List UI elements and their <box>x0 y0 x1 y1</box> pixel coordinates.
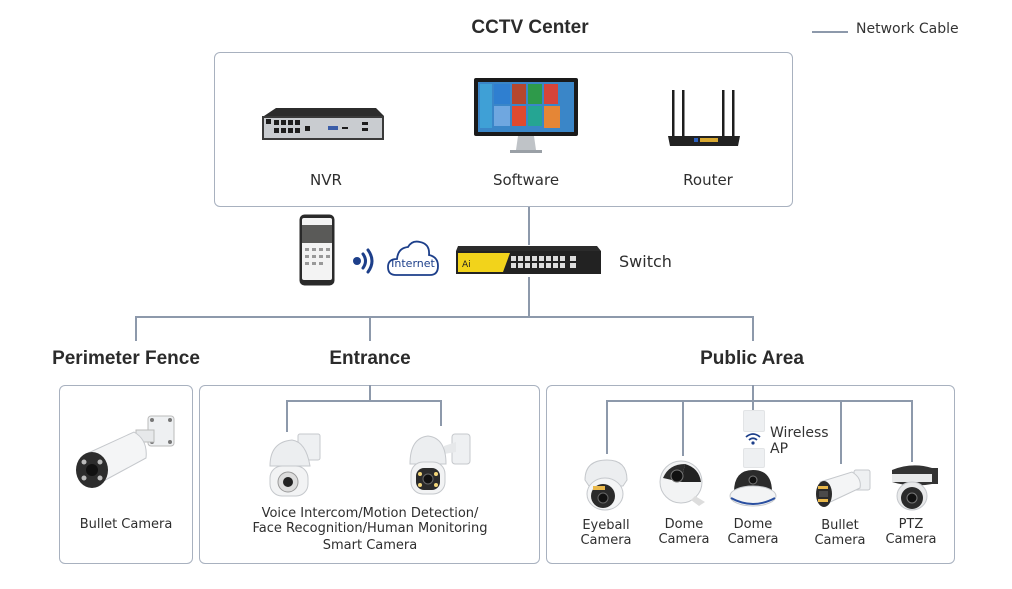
switch-brand: Ai <box>462 260 471 270</box>
entrance-drop-right <box>440 400 442 426</box>
router-icon <box>668 88 740 148</box>
dome-camera-icon <box>728 468 778 512</box>
public-branch-cable <box>606 400 912 402</box>
entrance-feed-cable <box>369 385 371 401</box>
cctv-center-title: CCTV Center <box>471 17 589 38</box>
wireless-signal-icon <box>352 247 376 275</box>
switch-icon: Ai <box>455 246 602 276</box>
perimeter-bullet-camera-label: Bullet Camera <box>79 517 173 532</box>
internet-label: Internet <box>391 257 435 270</box>
monitor-icon <box>474 78 578 156</box>
zone-title-perimeter-fence: Perimeter Fence <box>52 348 200 369</box>
bullet-camera-label-1: Bullet <box>821 518 859 533</box>
bullet-camera-icon <box>812 466 872 510</box>
internet-cloud-icon: Internet <box>386 238 440 278</box>
public-drop-ptz <box>911 400 913 462</box>
ptz-camera-label-2: Camera <box>885 532 937 547</box>
switch-to-bus-cable <box>528 277 530 317</box>
entrance-branch-cable <box>286 400 441 402</box>
ptz-camera-icon <box>888 462 940 512</box>
dome-camera-2-label-1: Dome <box>733 517 773 532</box>
public-drop-dome1 <box>682 400 684 456</box>
wireless-ap-unit-top <box>743 410 765 432</box>
ptz-camera-label-1: PTZ <box>898 517 924 532</box>
nvr-label: NVR <box>310 171 342 189</box>
nvr-icon <box>258 108 386 144</box>
entrance-caption-line-2: Face Recognition/Human Monitoring <box>252 521 488 536</box>
zone-title-entrance: Entrance <box>329 348 411 369</box>
ptz-camera-icon <box>266 432 322 500</box>
public-drop-ap <box>752 400 754 410</box>
public-feed-cable <box>752 385 754 400</box>
entrance-caption-line-3: Smart Camera <box>322 538 418 553</box>
bus-drop-public <box>752 316 754 341</box>
eyeball-camera-label-2: Camera <box>580 533 632 548</box>
wireless-ap-unit-bottom <box>743 448 765 468</box>
eyeball-camera-icon <box>581 456 631 512</box>
legend-label: Network Cable <box>856 21 959 37</box>
entrance-drop-left <box>286 400 288 432</box>
zone-title-public-area: Public Area <box>700 348 804 369</box>
smartphone-icon <box>299 214 335 286</box>
public-drop-bullet <box>840 400 842 464</box>
software-label: Software <box>492 171 560 189</box>
router-label: Router <box>683 171 733 189</box>
entrance-caption-line-1: Voice Intercom/Motion Detection/ <box>261 506 479 521</box>
dome-camera-1-label-1: Dome <box>664 517 704 532</box>
wifi-icon <box>745 433 761 445</box>
fisheye-dome-camera-icon <box>655 460 709 506</box>
dome-camera-2-label-2: Camera <box>727 532 779 547</box>
speed-dome-camera-icon <box>408 432 474 498</box>
public-drop-eyeball <box>606 400 608 454</box>
eyeball-camera-label-1: Eyeball <box>582 518 630 533</box>
bullet-camera-icon <box>72 414 180 498</box>
dome-camera-1-label-2: Camera <box>658 532 710 547</box>
distribution-bus-cable <box>135 316 753 318</box>
switch-label: Switch <box>619 252 672 271</box>
wireless-ap-label-2: AP <box>770 441 789 457</box>
bullet-camera-label-2: Camera <box>814 533 866 548</box>
wireless-ap-label-1: Wireless <box>770 425 829 441</box>
center-to-switch-cable <box>528 207 530 245</box>
bus-drop-perimeter <box>135 316 137 341</box>
legend-cable-swatch <box>812 31 848 33</box>
bus-drop-entrance <box>369 316 371 341</box>
